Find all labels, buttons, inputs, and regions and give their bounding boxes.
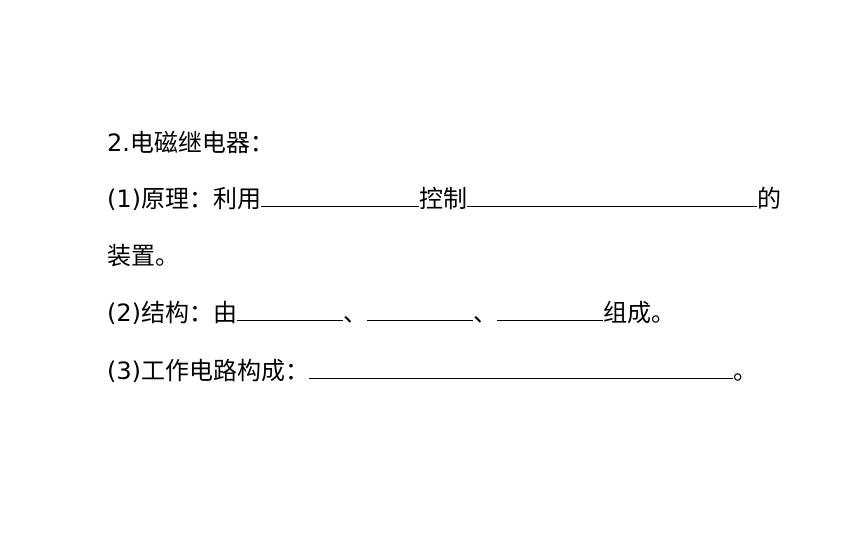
item-2-line: (2)结构：由 、 、 组成。 — [107, 298, 675, 328]
section-heading: 2.电磁继电器： — [107, 128, 274, 158]
item-2-separator-2: 、 — [473, 299, 497, 327]
item-3-line: (3)工作电路构成： 。 — [107, 356, 757, 386]
item-3-prefix: (3)工作电路构成： — [107, 357, 309, 385]
item-1-continuation: 装置。 — [107, 242, 179, 270]
item-2-separator-1: 、 — [343, 299, 367, 327]
item-1-line: (1)原理：利用 控制 的 — [107, 184, 781, 214]
blank-1-1[interactable] — [261, 184, 419, 207]
blank-2-1[interactable] — [237, 298, 343, 321]
item-1-suffix: 的 — [757, 185, 781, 213]
item-1-continuation-line: 装置。 — [107, 241, 179, 271]
item-2-suffix: 组成。 — [603, 299, 675, 327]
item-2-prefix: (2)结构：由 — [107, 299, 237, 327]
item-3-suffix: 。 — [733, 357, 757, 385]
blank-2-2[interactable] — [367, 298, 473, 321]
blank-1-2[interactable] — [467, 184, 757, 207]
blank-3-1[interactable] — [309, 356, 733, 379]
heading-text: 2.电磁继电器： — [107, 129, 274, 157]
item-1-middle: 控制 — [419, 185, 467, 213]
item-1-prefix: (1)原理：利用 — [107, 185, 261, 213]
blank-2-3[interactable] — [497, 298, 603, 321]
